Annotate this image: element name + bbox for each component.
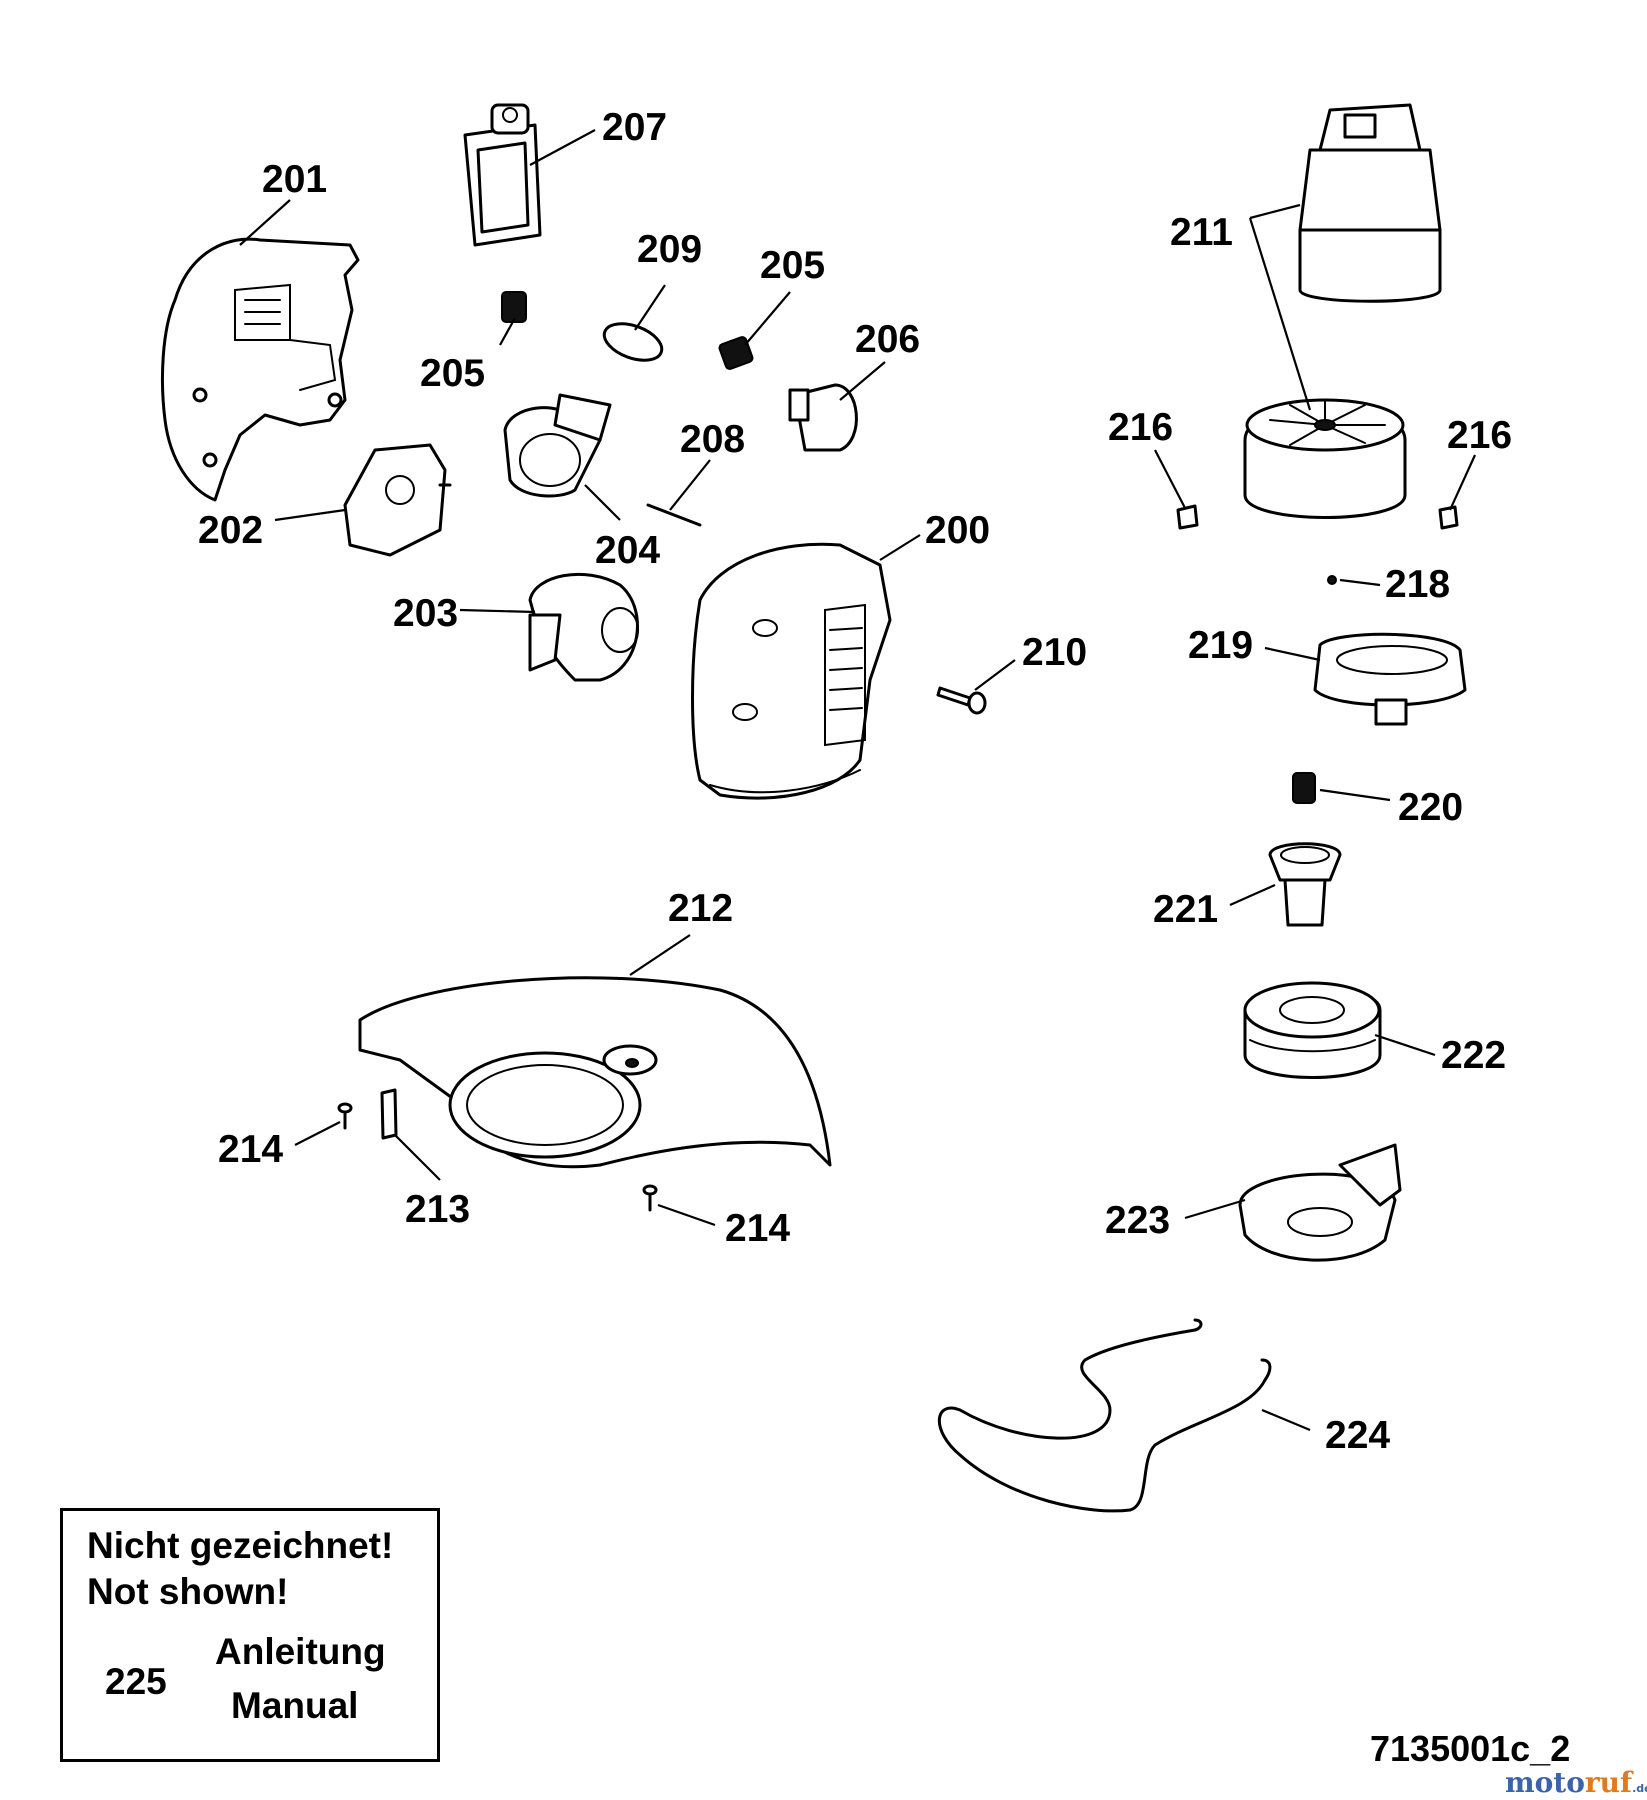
label-206: 206 bbox=[855, 318, 920, 361]
part-205-spring-left bbox=[501, 291, 527, 323]
label-221: 221 bbox=[1153, 888, 1218, 931]
part-222-spool bbox=[1243, 981, 1382, 1079]
note-desc-english: Manual bbox=[231, 1685, 359, 1726]
label-203: 203 bbox=[393, 592, 458, 635]
part-213-label bbox=[380, 1088, 398, 1140]
label-222: 222 bbox=[1441, 1034, 1506, 1077]
part-216-clip-left bbox=[1176, 504, 1199, 530]
watermark-brand-b: ruf bbox=[1584, 1766, 1633, 1799]
part-202-bracket bbox=[343, 443, 452, 557]
label-202: 202 bbox=[198, 509, 263, 552]
part-212-guard bbox=[358, 976, 832, 1169]
part-219-retainer bbox=[1313, 632, 1467, 726]
part-211-motor bbox=[1298, 103, 1442, 303]
part-201-housing-half bbox=[160, 237, 360, 502]
watermark-brand-a: moto bbox=[1505, 1766, 1585, 1799]
note-part-number: 225 bbox=[105, 1661, 167, 1702]
part-203-adapter bbox=[528, 572, 639, 682]
label-209: 209 bbox=[637, 228, 702, 271]
part-210-screw bbox=[936, 686, 987, 715]
leader-lines bbox=[239, 129, 1477, 1432]
part-218-ball bbox=[1327, 575, 1337, 585]
label-201: 201 bbox=[262, 158, 327, 201]
note-line-english: Not shown! bbox=[87, 1571, 289, 1612]
label-219: 219 bbox=[1188, 624, 1253, 667]
label-213: 213 bbox=[405, 1188, 470, 1231]
part-208-pin bbox=[646, 503, 702, 527]
label-207: 207 bbox=[602, 106, 667, 149]
label-223: 223 bbox=[1105, 1199, 1170, 1242]
not-shown-note-box: Nicht gezeichnet! Not shown! 225 Anleitu… bbox=[60, 1508, 440, 1762]
note-desc-german: Anleitung bbox=[215, 1631, 386, 1672]
label-208: 208 bbox=[680, 418, 745, 461]
part-214-screw-left bbox=[337, 1102, 353, 1130]
watermark-tld: .de bbox=[1632, 1782, 1647, 1795]
label-218: 218 bbox=[1385, 563, 1450, 606]
part-209-button bbox=[602, 322, 664, 362]
label-224: 224 bbox=[1325, 1414, 1390, 1457]
label-211: 211 bbox=[1170, 211, 1233, 254]
watermark-logo: motoruf.de bbox=[1505, 1766, 1647, 1799]
label-205-left: 205 bbox=[420, 352, 485, 395]
label-200: 200 bbox=[925, 509, 990, 552]
drawing-number: 7135001c_2 bbox=[1370, 1728, 1571, 1769]
part-223-cover bbox=[1238, 1143, 1402, 1262]
label-205-right: 205 bbox=[760, 244, 825, 287]
part-number-labels: 201 207 209 205 205 206 208 202 204 200 … bbox=[198, 106, 1512, 1457]
part-205-spring-right bbox=[718, 336, 754, 370]
part-200-motor-housing bbox=[691, 542, 892, 800]
label-214-right: 214 bbox=[725, 1207, 790, 1250]
part-221-hub bbox=[1268, 842, 1342, 927]
label-214-left: 214 bbox=[218, 1128, 283, 1171]
part-214-screw-right bbox=[642, 1184, 658, 1212]
label-210: 210 bbox=[1022, 631, 1087, 674]
label-216-left: 216 bbox=[1108, 406, 1173, 449]
label-212: 212 bbox=[668, 887, 733, 930]
part-211-fan bbox=[1243, 398, 1407, 519]
note-line-german: Nicht gezeichnet! bbox=[87, 1525, 394, 1566]
part-204-collar bbox=[503, 393, 612, 498]
part-216-clip-right bbox=[1438, 505, 1459, 530]
label-204: 204 bbox=[595, 529, 660, 572]
part-220-spring bbox=[1292, 772, 1316, 804]
part-206-plug bbox=[788, 383, 858, 452]
label-220: 220 bbox=[1398, 786, 1463, 829]
part-207-switch-frame bbox=[463, 103, 542, 247]
part-224-wire-bail bbox=[937, 1318, 1272, 1513]
label-216-right: 216 bbox=[1447, 414, 1512, 457]
